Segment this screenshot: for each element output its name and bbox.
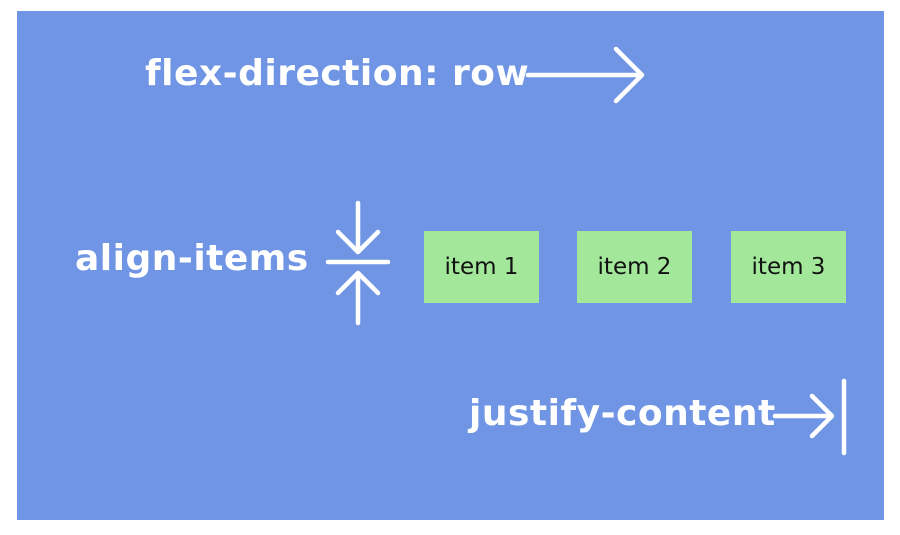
flex-item: item 2 xyxy=(577,231,692,303)
arrow-to-end-icon xyxy=(772,378,847,456)
flex-direction-label: flex-direction: row xyxy=(145,53,530,94)
flex-item: item 3 xyxy=(731,231,846,303)
flex-item: item 1 xyxy=(424,231,539,303)
align-center-arrows-icon xyxy=(325,200,391,326)
align-items-label: align-items xyxy=(75,238,309,279)
justify-content-label: justify-content xyxy=(469,393,776,434)
right-arrow-icon xyxy=(525,46,645,104)
